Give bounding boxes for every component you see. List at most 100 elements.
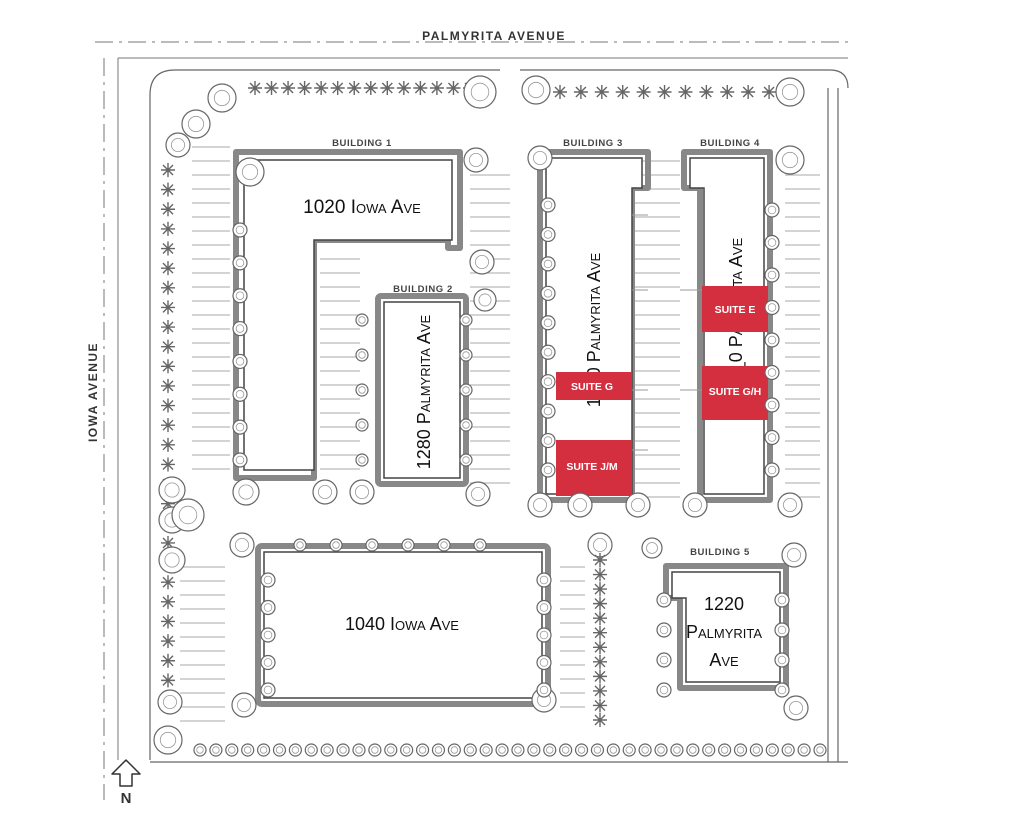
tree-icon-inner — [470, 486, 485, 501]
tree-icon-inner — [816, 746, 824, 754]
tree-icon — [764, 234, 780, 251]
tree-icon — [702, 743, 716, 757]
tree-icon — [764, 462, 780, 478]
tree-icon — [540, 344, 556, 360]
tree-icon-inner — [789, 701, 804, 716]
tree-icon-inner — [259, 746, 268, 754]
tree-icon — [656, 592, 672, 608]
tree-icon-inner — [767, 335, 777, 345]
tree-icon — [431, 743, 446, 757]
tree-icon — [495, 743, 509, 757]
tree-icon-inner — [543, 377, 553, 386]
tree-icon-inner — [263, 575, 273, 585]
tree-icon-inner — [800, 746, 808, 754]
tree-icon — [447, 743, 461, 757]
street-label-iowa: IOWA AVENUE — [86, 342, 100, 442]
building-1 — [233, 149, 463, 481]
tree-icon-inner — [358, 421, 366, 429]
tree-icon — [682, 492, 708, 518]
tree-icon — [158, 476, 186, 504]
tree-icon-inner — [609, 746, 618, 754]
shrub-icon — [161, 634, 175, 649]
tree-icon-inner — [659, 655, 669, 665]
tree-icon-inner — [371, 746, 379, 754]
shrub-icon — [553, 85, 567, 99]
suite-b3-jm-label: SUITE J/M — [566, 461, 618, 473]
shrub-icon — [657, 85, 672, 99]
tree-icon-inner — [783, 497, 798, 512]
tree-icon — [764, 332, 780, 348]
shrub-icon — [161, 437, 175, 452]
shrub-icon — [314, 81, 329, 95]
tree-icon — [232, 452, 248, 468]
north-arrow-label: N — [121, 790, 132, 807]
tree-icon-inner — [332, 541, 340, 549]
tree-icon — [540, 285, 556, 301]
tree-icon-inner — [593, 746, 602, 754]
tree-icon-inner — [539, 685, 549, 695]
shrub-icon — [161, 575, 175, 590]
tree-icon — [304, 743, 318, 757]
tree-icon-inner — [235, 455, 245, 465]
tree-icon-inner — [474, 254, 489, 269]
tree-icon — [469, 249, 495, 275]
shrub-icon — [161, 378, 175, 393]
building-3-tag: BUILDING 3 — [563, 138, 623, 149]
tree-icon — [463, 75, 497, 109]
tree-icon-inner — [418, 746, 427, 754]
tree-icon — [181, 109, 211, 139]
tree-icon-inner — [178, 505, 198, 525]
shrub-icon — [413, 81, 428, 95]
tree-icon-inner — [781, 83, 799, 101]
tree-icon — [540, 226, 556, 243]
shrub-icon — [593, 582, 607, 597]
tree-icon — [511, 743, 525, 757]
building-5-address-line1: 1220 — [704, 594, 744, 614]
tree-icon — [536, 682, 552, 698]
tree-icon — [536, 572, 552, 588]
tree-icon-inner — [462, 351, 470, 359]
tree-icon — [606, 743, 620, 757]
shrub-icon — [161, 320, 175, 335]
tree-icon-inner — [767, 238, 777, 247]
tree-icon — [241, 743, 255, 757]
shrub-icon — [264, 81, 279, 95]
suite-b4-gh[interactable]: SUITE G/H — [702, 366, 768, 420]
suite-b3-g[interactable]: SUITE G — [556, 372, 632, 400]
tree-icon — [229, 532, 255, 558]
tree-icon — [473, 538, 487, 552]
shrub-icon — [161, 418, 175, 433]
shrub-icon — [741, 85, 756, 99]
tree-icon — [781, 542, 807, 568]
tree-icon — [209, 743, 223, 757]
tree-icon-inner — [291, 746, 300, 754]
tree-icon — [625, 492, 651, 518]
tree-icon — [559, 743, 573, 757]
suite-b3-jm[interactable]: SUITE J/M — [556, 440, 632, 496]
tree-icon-inner — [234, 538, 249, 553]
suite-b4-e[interactable]: SUITE E — [702, 286, 768, 332]
tree-icon — [774, 622, 790, 638]
shrub-icon — [615, 85, 630, 99]
tree-icon-inner — [641, 746, 649, 754]
tree-icon — [774, 682, 790, 698]
building-5-tag: BUILDING 5 — [690, 547, 750, 558]
tree-icon-inner — [543, 230, 553, 239]
tree-icon — [400, 743, 414, 757]
tree-icon-inner — [196, 746, 204, 754]
tree-icon — [232, 419, 248, 435]
tree-icon — [638, 743, 652, 757]
tree-icon-inner — [767, 303, 777, 312]
tree-icon-inner — [468, 152, 483, 167]
shrub-icon — [593, 713, 607, 727]
tree-icon-inner — [777, 625, 787, 635]
tree-icon-inner — [573, 497, 588, 512]
tree-icon — [764, 202, 780, 218]
tree-icon-inner — [539, 603, 549, 612]
tree-icon — [527, 492, 553, 518]
building-1-tag: BUILDING 1 — [332, 138, 392, 149]
tree-icon — [459, 418, 473, 432]
tree-icon — [158, 546, 186, 574]
tree-icon — [232, 386, 248, 402]
tree-icon — [355, 453, 369, 467]
